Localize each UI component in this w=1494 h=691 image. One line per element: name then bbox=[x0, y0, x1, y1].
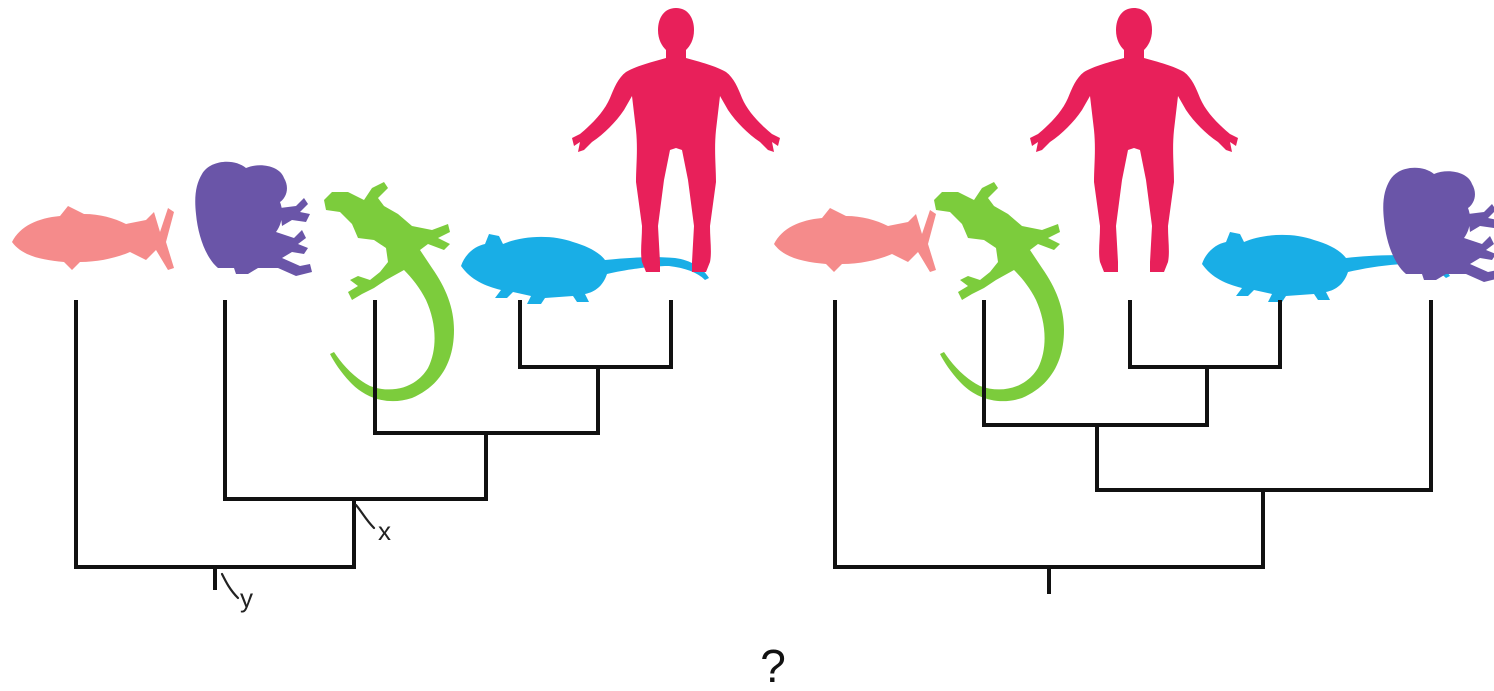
left-branch-mouse-human bbox=[518, 300, 673, 369]
left-lizard-icon bbox=[324, 182, 454, 402]
node-x-callout bbox=[354, 503, 376, 530]
left-mouse-icon bbox=[461, 234, 709, 304]
node-x-label: x bbox=[378, 516, 391, 546]
left-tree: x y bbox=[12, 8, 780, 613]
right-branch-lizard-mammals bbox=[982, 300, 1209, 427]
node-y-callout bbox=[220, 572, 240, 600]
question-mark: ? bbox=[760, 640, 786, 691]
right-fish-icon bbox=[774, 208, 936, 272]
right-frog-icon bbox=[1383, 167, 1494, 282]
right-tree bbox=[774, 8, 1494, 594]
right-lizard-icon bbox=[934, 182, 1064, 402]
left-fish-icon bbox=[12, 206, 174, 270]
right-branch-human-mouse bbox=[1128, 300, 1282, 369]
left-human-icon bbox=[572, 8, 780, 272]
left-frog-icon bbox=[195, 161, 312, 276]
left-branch-fish-tetrapods bbox=[74, 300, 356, 569]
right-human-icon bbox=[1030, 8, 1238, 272]
node-y-label: y bbox=[240, 583, 253, 613]
right-branch-frog-join bbox=[1095, 300, 1433, 492]
